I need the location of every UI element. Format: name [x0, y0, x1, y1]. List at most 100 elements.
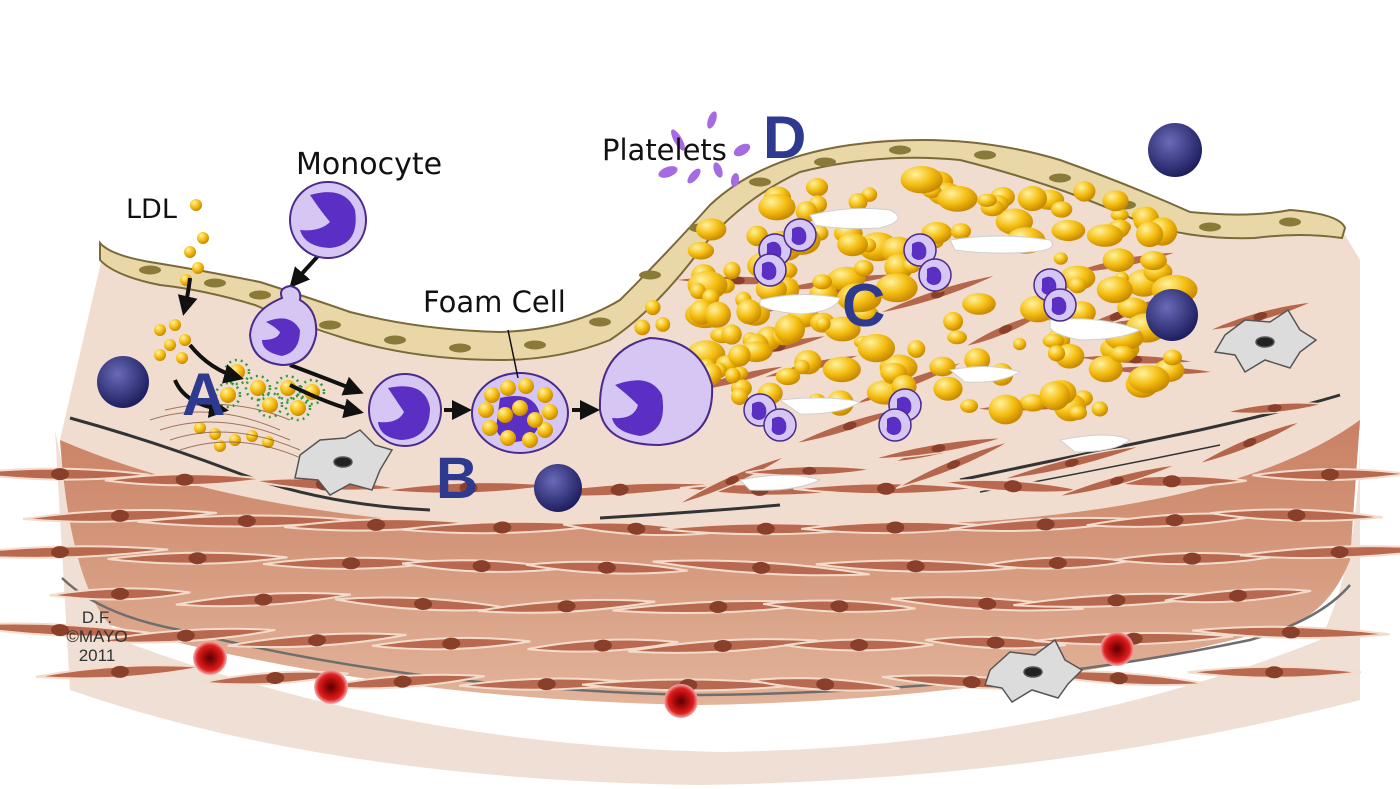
credit-line-3: 2011 [78, 646, 116, 665]
credit-line-2: ©MAYO [66, 627, 128, 646]
plaque-macrophage [763, 408, 797, 442]
plaque-macrophage [1043, 288, 1077, 322]
ldl-label: LDL [126, 194, 177, 225]
lipid-droplet [731, 388, 748, 405]
lipid-droplet [634, 319, 651, 336]
lipid-droplet [1110, 209, 1129, 222]
plaque-macrophage [753, 253, 787, 287]
lipid-droplet [758, 193, 796, 221]
lipid-droplet [736, 299, 762, 325]
endothelial-nucleus [249, 290, 271, 300]
intimal-muscle-cell [871, 436, 1006, 460]
lipid-droplet [960, 399, 979, 413]
lipid-droplet [837, 233, 868, 257]
lipid-droplet [943, 311, 964, 331]
endothelial-nucleus [524, 340, 546, 350]
lipid-droplet [696, 218, 727, 241]
smooth-muscle-cell [1187, 665, 1361, 679]
endothelial-nuclei [139, 145, 1301, 353]
lipid-droplet [962, 293, 996, 315]
lipid-droplet [1017, 185, 1048, 212]
smooth-muscle-cell [201, 670, 349, 686]
lipid-droplet [805, 178, 829, 197]
lipid-droplet [937, 185, 978, 212]
smooth-muscle-cell [1209, 508, 1384, 522]
plaque-macrophage [878, 408, 912, 442]
intimal-muscle-cell [676, 455, 788, 506]
lipid-droplet [947, 330, 967, 345]
lipid-droplet [689, 283, 706, 299]
endothelial-nucleus [889, 145, 911, 155]
lipid-droplet [848, 193, 868, 211]
endothelium [99, 139, 1347, 362]
endothelial-nucleus [139, 265, 161, 275]
lipid-droplet [836, 284, 882, 313]
endothelial-nucleus [814, 157, 836, 167]
lipid-droplet [1163, 349, 1182, 366]
smooth-muscle-cell [527, 638, 679, 653]
intimal-muscle-cell [1055, 463, 1179, 498]
lipid-droplet [854, 260, 874, 277]
smooth-muscle-cell [49, 587, 191, 601]
lipid-droplet [824, 316, 861, 342]
foam-cell-leader-line [507, 329, 519, 379]
plaque-macrophage [783, 218, 817, 252]
lipid-droplet [950, 223, 972, 240]
lipid-droplet [875, 273, 918, 303]
lipid-droplet [1053, 252, 1068, 265]
lipid-droplet [1140, 251, 1167, 271]
endothelial-nucleus [384, 335, 406, 345]
smooth-muscle-cell [627, 638, 818, 654]
marker-a: A [182, 361, 226, 428]
lipid-droplet [857, 333, 895, 363]
foam-cell-icon [471, 372, 569, 454]
endothelial-nucleus [1199, 222, 1221, 232]
lipid-droplet [655, 317, 671, 332]
intimal-muscle-cell [895, 440, 1012, 489]
marker-d: D [763, 104, 807, 171]
lipid-laden-macrophage [598, 336, 714, 447]
lipid-droplet [723, 261, 741, 279]
lipid-droplet [1096, 276, 1133, 304]
lipid-droplet [728, 344, 751, 367]
lipid-droplet [907, 340, 926, 358]
lipid-droplet [1047, 345, 1066, 362]
platelets-label: Platelets [602, 133, 727, 167]
lipid-droplet [1051, 219, 1086, 242]
smooth-muscle-cell [371, 636, 531, 651]
lipid-droplet [988, 394, 1023, 425]
smooth-muscle-cell [1164, 588, 1312, 604]
lipid-droplet [1013, 338, 1027, 351]
monocyte-icon [289, 181, 367, 259]
lipid-droplet [1068, 277, 1087, 294]
smooth-muscle-cell [227, 632, 407, 649]
smooth-muscle-cell [320, 673, 485, 690]
lipid-droplet [1069, 405, 1087, 420]
intimal-muscle-cell [1000, 444, 1144, 481]
smooth-muscle-cell [750, 677, 901, 692]
lipid-droplet [1136, 221, 1164, 248]
lipid-droplet [1110, 345, 1135, 363]
lipid-droplet [774, 314, 805, 344]
lipid-droplet [815, 316, 831, 332]
lipid-droplet [1088, 355, 1123, 383]
lipid-droplet [645, 299, 661, 316]
lipid-droplet [977, 193, 997, 207]
smooth-muscle-cell [107, 551, 288, 565]
intimal-muscle-cell [1225, 401, 1325, 415]
smooth-muscle-cell [784, 638, 934, 652]
platelet-icon [658, 111, 751, 187]
smooth-muscle-cell [0, 467, 150, 481]
smooth-muscle-cell [762, 599, 916, 613]
smooth-muscle-cell [925, 635, 1067, 650]
lipid-droplet [775, 367, 801, 386]
lipid-droplet [721, 324, 742, 345]
plaque-macrophage [903, 233, 937, 267]
lipid-droplet [687, 242, 715, 260]
foam-cell-label: Foam Cell [423, 285, 566, 319]
smooth-muscle-cell [0, 545, 169, 559]
endothelial-nucleus [1049, 173, 1071, 183]
lipid-droplet [933, 376, 963, 401]
smooth-muscle-cell [477, 598, 656, 614]
plaque-macrophage [918, 258, 952, 292]
